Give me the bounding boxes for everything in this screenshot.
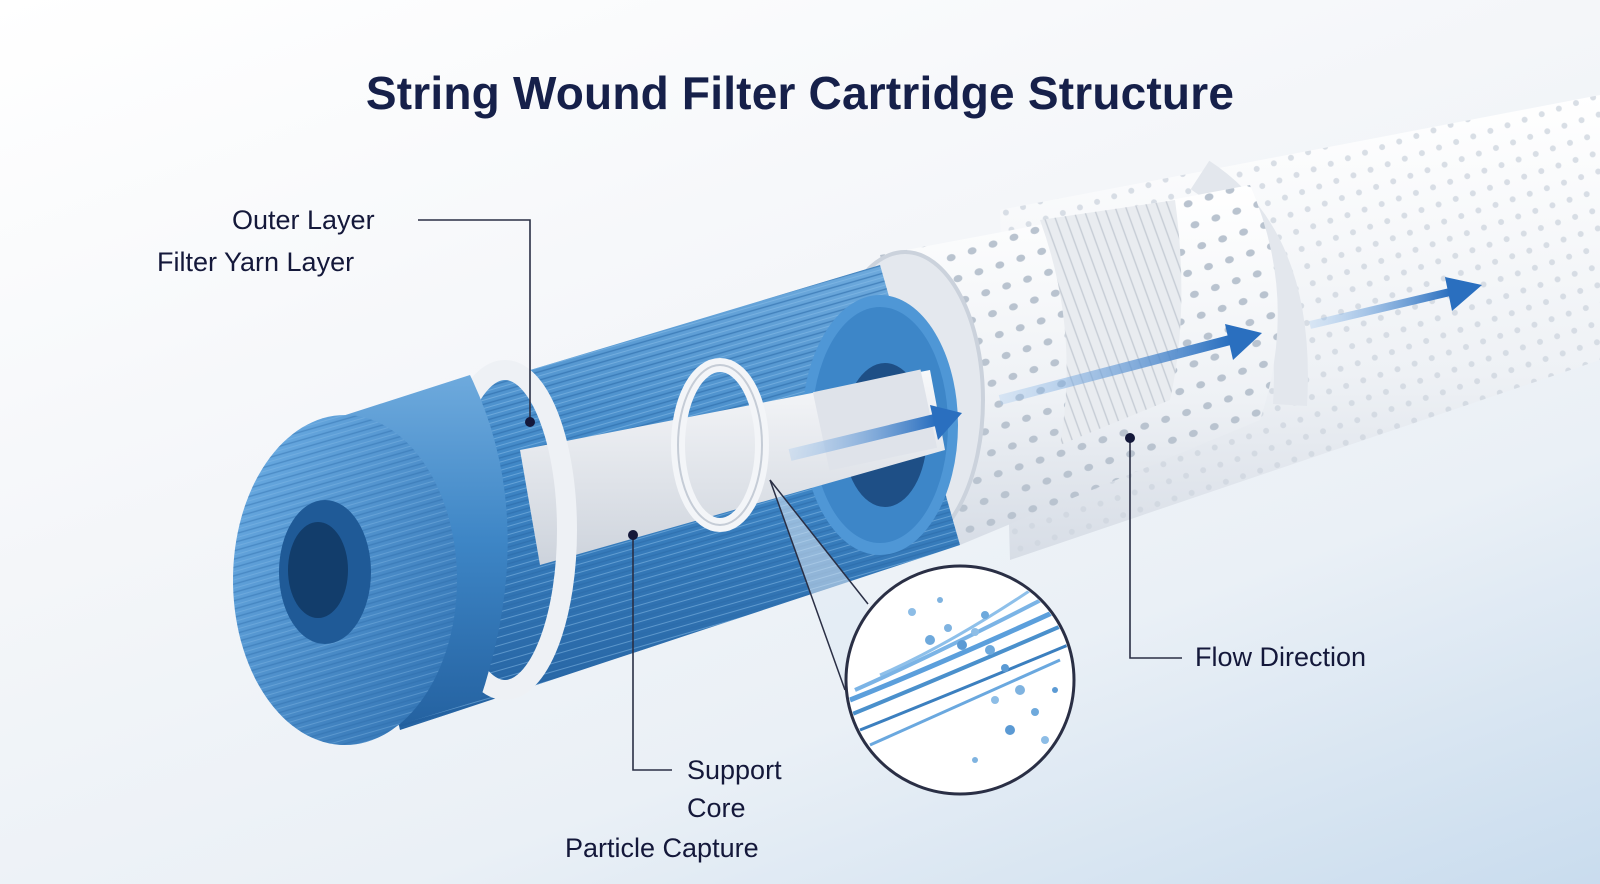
outer-layer-marker [525, 417, 535, 427]
outer-layer-label: Outer Layer [232, 205, 375, 235]
support-core-marker [628, 530, 638, 540]
front-spool [233, 375, 508, 745]
particle-capture-label: Particle Capture [565, 833, 759, 863]
diagram-title: String Wound Filter Cartridge Structure [365, 67, 1235, 119]
particle-capture-zoom [769, 479, 1076, 796]
filter-yarn-layer-label: Filter Yarn Layer [157, 247, 355, 277]
leader-lines [418, 219, 1182, 771]
support-label: Support [687, 755, 782, 785]
core-label: Core [687, 793, 746, 823]
flow-direction-label: Flow Direction [1195, 642, 1367, 672]
flow-direction-marker [1125, 433, 1135, 443]
flow-arrows [788, 277, 1482, 461]
